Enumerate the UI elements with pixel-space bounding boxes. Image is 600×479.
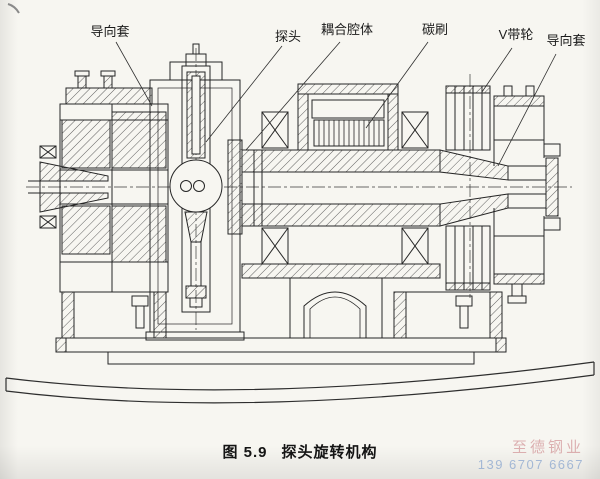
probe-assembly	[169, 43, 223, 313]
label-guide-sleeve-left: 导向套	[90, 24, 129, 39]
bearing-symbol	[261, 227, 289, 265]
left-shaft-cone	[28, 145, 109, 229]
label-probe: 探头	[275, 29, 301, 44]
base-pedestal	[241, 263, 441, 339]
figure-caption: 图 5.9 探头旋转机构	[0, 441, 600, 462]
bearing-symbol	[401, 111, 429, 149]
label-guide-sleeve-right: 导向套	[546, 33, 585, 48]
base-legs	[61, 291, 503, 339]
v-belt-pulley	[445, 85, 491, 291]
v-belt-pulley-top	[445, 85, 491, 151]
figure-number: 图 5.9	[222, 444, 268, 461]
bearing-symbol	[401, 227, 429, 265]
brush-comb	[318, 120, 380, 146]
v-belt-pulley-bottom	[445, 225, 491, 291]
right-guide-sleeve-taper	[439, 149, 509, 181]
figure-title: 探头旋转机构	[281, 444, 378, 461]
ground-line	[5, 361, 595, 404]
arch-window	[303, 291, 367, 338]
right-housing	[493, 85, 545, 304]
label-v-belt-pulley: V带轮	[499, 27, 534, 42]
carbon-brush-assembly	[297, 83, 399, 151]
base-plates	[55, 337, 507, 365]
rotor-tube	[227, 139, 561, 235]
label-carbon-brush: 碳刷	[422, 22, 448, 37]
leader-lines	[115, 41, 557, 167]
label-coupling-cavity: 耦合腔体	[321, 22, 373, 37]
bearing-symbols	[261, 111, 429, 265]
bearing-symbol	[261, 111, 289, 149]
page-corner-mark	[7, 3, 20, 14]
